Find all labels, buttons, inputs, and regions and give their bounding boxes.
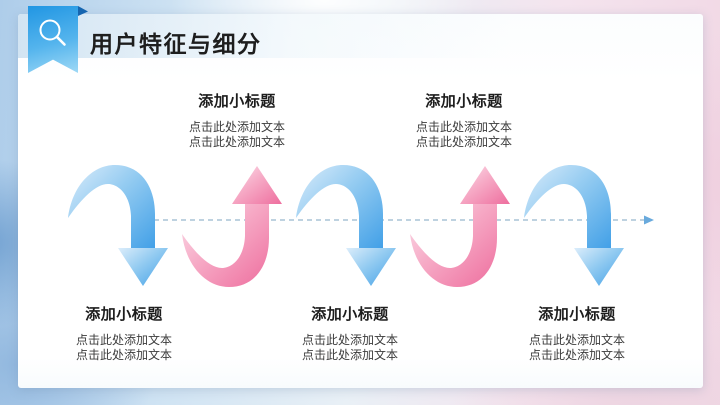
block-line[interactable]: 点击此处添加文本 bbox=[75, 348, 172, 362]
block-line[interactable]: 点击此处添加文本 bbox=[528, 333, 625, 347]
ribbon-fold bbox=[78, 6, 88, 16]
title-band bbox=[18, 14, 703, 58]
text-block-top-1[interactable]: 添加小标题 点击此处添加文本 点击此处添加文本 bbox=[154, 90, 320, 150]
curved-arrow-down-blue bbox=[68, 165, 168, 286]
block-heading[interactable]: 添加小标题 bbox=[85, 306, 163, 323]
text-block-bottom-2[interactable]: 添加小标题 点击此处添加文本 点击此处添加文本 bbox=[267, 303, 433, 363]
slide-title[interactable]: 用户特征与细分 bbox=[90, 31, 262, 57]
block-heading[interactable]: 添加小标题 bbox=[425, 93, 503, 110]
block-heading[interactable]: 添加小标题 bbox=[311, 306, 389, 323]
text-block-top-2[interactable]: 添加小标题 点击此处添加文本 点击此处添加文本 bbox=[381, 90, 547, 150]
block-line[interactable]: 点击此处添加文本 bbox=[415, 120, 512, 134]
block-heading[interactable]: 添加小标题 bbox=[198, 93, 276, 110]
text-block-bottom-3[interactable]: 添加小标题 点击此处添加文本 点击此处添加文本 bbox=[494, 303, 660, 363]
curved-arrow-down-blue bbox=[524, 165, 624, 286]
block-line[interactable]: 点击此处添加文本 bbox=[75, 333, 172, 347]
curved-arrow-up-pink bbox=[182, 166, 282, 287]
block-heading[interactable]: 添加小标题 bbox=[538, 306, 616, 323]
block-line[interactable]: 点击此处添加文本 bbox=[301, 348, 398, 362]
timeline-dashed-arrow bbox=[154, 215, 654, 225]
title-ribbon bbox=[28, 6, 78, 73]
curved-arrow-down-blue bbox=[296, 165, 396, 286]
magnifier-icon bbox=[39, 19, 66, 46]
block-line[interactable]: 点击此处添加文本 bbox=[188, 120, 285, 134]
block-line[interactable]: 点击此处添加文本 bbox=[528, 348, 625, 362]
curved-arrow-up-pink bbox=[410, 166, 510, 287]
block-line[interactable]: 点击此处添加文本 bbox=[415, 135, 512, 149]
block-line[interactable]: 点击此处添加文本 bbox=[301, 333, 398, 347]
block-line[interactable]: 点击此处添加文本 bbox=[188, 135, 285, 149]
text-block-bottom-1[interactable]: 添加小标题 点击此处添加文本 点击此处添加文本 bbox=[41, 303, 207, 363]
